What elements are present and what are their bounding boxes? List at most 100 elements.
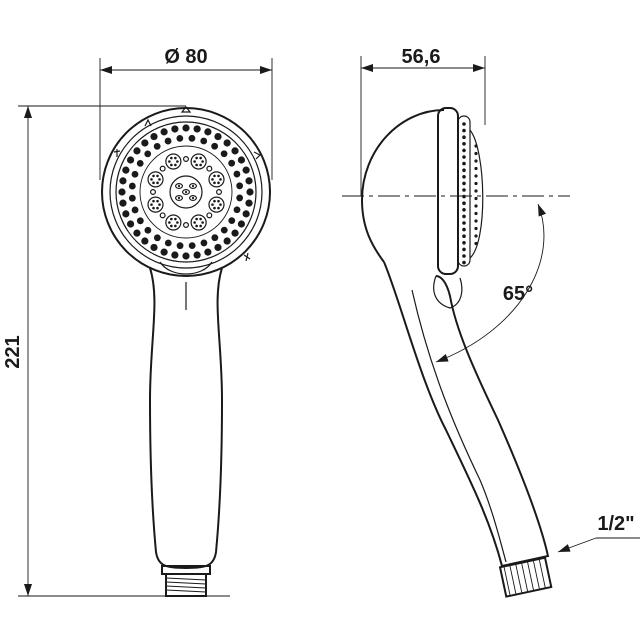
side-thread-connector [498, 556, 553, 598]
nozzle-dot [462, 247, 466, 252]
nozzle-dot [462, 175, 466, 179]
nozzle-dot [246, 188, 254, 196]
nozzle-dot [462, 181, 466, 186]
nozzle-dot [214, 243, 222, 252]
nozzle-dot [231, 147, 239, 155]
nozzle-dot [462, 142, 466, 146]
center-nozzle [175, 183, 184, 190]
nozzle-dot [245, 199, 253, 207]
nozzle-dot [237, 156, 246, 164]
nozzle-dot [233, 206, 241, 214]
nozzle-dot [133, 147, 141, 155]
nozzle-dot [182, 252, 190, 260]
rim-mark [144, 118, 152, 127]
nozzle-dot [237, 220, 246, 228]
nozzle-dot [474, 226, 478, 231]
nozzle-dot [474, 174, 478, 178]
nozzle-dot [136, 217, 144, 225]
spray-face [469, 129, 484, 259]
nozzle-dot [462, 227, 466, 232]
nozzle-dot [122, 210, 130, 218]
head-inner-rim [109, 115, 263, 269]
nozzle-dot [164, 239, 172, 247]
handle-neck [159, 261, 213, 275]
nozzle-dot [462, 161, 466, 166]
nozzle-dot [474, 181, 478, 186]
nozzle-dot [462, 221, 466, 225]
nozzle-dot [159, 165, 166, 172]
nozzle-dot [126, 220, 135, 228]
nozzle-dot [462, 128, 466, 133]
rim-mark [180, 106, 192, 113]
nozzle-dot [462, 234, 466, 238]
nozzle-dot [171, 125, 179, 133]
nozzle-cluster [208, 196, 225, 213]
nozzle-dot [214, 132, 222, 141]
nozzle-dot [474, 219, 478, 223]
nozzle-cluster [190, 153, 207, 170]
depth-label: 56,6 [402, 46, 441, 68]
thread-label: 1/2" [597, 513, 634, 535]
nozzle-dot [176, 242, 184, 250]
center-nozzle [189, 195, 198, 202]
nozzle-dot [474, 151, 478, 156]
nozzle-dot [474, 189, 478, 193]
rim-mark [113, 149, 121, 157]
nozzle-dot [474, 241, 478, 246]
center-nozzles [169, 175, 203, 209]
nozzle-dot [131, 170, 139, 178]
front-view: Ø 80 221 [2, 46, 273, 597]
nozzle-dot [462, 241, 466, 245]
nozzle-dot [462, 148, 466, 153]
nozzle-dot [188, 134, 196, 142]
nozzle-dot [119, 177, 127, 185]
nozzle-cluster [208, 171, 225, 188]
nozzle-dot [126, 156, 135, 164]
head-outer-rim [101, 107, 271, 277]
nozzle-dot [462, 155, 466, 159]
nozzle-dot [176, 134, 184, 142]
nozzle-dot [128, 182, 136, 190]
thread-leader-arrow [557, 537, 597, 553]
nozzle-dot [474, 166, 478, 171]
nozzle-clusters [147, 153, 225, 231]
center-nozzle [175, 195, 184, 202]
thread-connector [165, 573, 207, 597]
head-rim [437, 107, 459, 275]
nozzle-dot [131, 206, 139, 214]
nozzle-dot [211, 142, 219, 150]
handle-highlight [411, 289, 507, 563]
nozzle-dot [242, 166, 250, 174]
nozzle-dot [462, 201, 466, 205]
nozzle-dot [153, 234, 161, 242]
nozzle-dot [141, 237, 149, 245]
thread-lines [165, 577, 207, 593]
nozzle-dot [474, 234, 478, 238]
nozzle-dot [206, 165, 213, 172]
nozzle-dot [462, 260, 466, 265]
nozzle-cluster [190, 214, 207, 231]
nozzle-dot [242, 210, 250, 218]
nozzle-dot [183, 156, 190, 163]
nozzle-dot [150, 243, 158, 252]
nozzle-dot [233, 170, 241, 178]
nozzle-dot [236, 182, 244, 190]
nozzle-dot [216, 189, 223, 196]
nozzle-dot [150, 132, 158, 141]
nozzle-dot [462, 122, 466, 126]
nozzle-dot [150, 189, 157, 196]
nozzle-cluster [147, 171, 164, 188]
center-nozzle [182, 189, 191, 196]
nozzle-dot [462, 168, 466, 172]
outer-nozzle-ring [118, 124, 254, 260]
nozzle-dot [193, 251, 201, 259]
handle-outline [148, 267, 224, 570]
angle-label: 65° [503, 283, 533, 305]
nozzle-dot [474, 204, 478, 208]
trigger-notch [433, 275, 463, 309]
nozzle-cluster [147, 196, 164, 213]
head-dome [360, 109, 445, 263]
nozzle-dot [204, 248, 212, 256]
nozzle-dot [462, 188, 466, 192]
